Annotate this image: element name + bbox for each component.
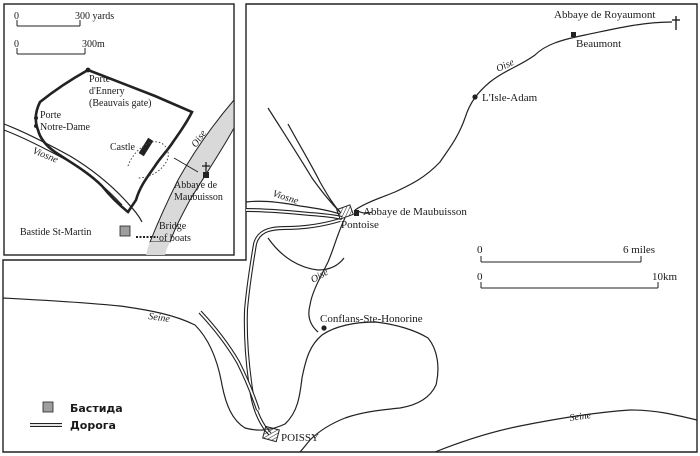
seine-left-label: Seine	[148, 311, 172, 325]
inset-scale-m-start: 0	[14, 39, 19, 50]
inset-bastide-label: Bastide St-Martin	[20, 227, 91, 238]
inset-scale-m	[16, 48, 86, 55]
conflans-label: Conflans-Ste-Honorine	[320, 313, 423, 325]
stream-south	[267, 237, 345, 271]
legend-bastide-label: Бастида	[70, 402, 123, 415]
inset-porte-nd-line2: Notre-Dame	[40, 122, 91, 133]
inset-porte-nd-icon-1	[34, 116, 38, 120]
viosne-label: Viosne	[271, 188, 300, 207]
inset-abbaye-line1: Abbaye de	[174, 180, 218, 191]
maubuisson-abbey-icon	[354, 210, 359, 216]
royaumont-label: Abbaye de Royaumont	[554, 9, 655, 21]
viosne-river	[245, 200, 341, 215]
inset-oise-band-lower	[146, 242, 170, 255]
oise-river-upper	[354, 21, 673, 211]
poissy-label: POISSY	[281, 432, 319, 444]
scale-miles-start: 0	[477, 244, 483, 256]
beaumont-label: Beaumont	[576, 38, 621, 50]
scale-bar-miles	[480, 256, 642, 263]
seine-river	[2, 297, 439, 431]
inset-abbaye-line2: Maubuisson	[174, 192, 223, 203]
legend-bastide-swatch	[42, 401, 54, 413]
inset-porte-ennery-line1: Porte	[89, 74, 111, 85]
road-viosne-inner	[245, 209, 343, 219]
tributary-1	[267, 107, 341, 213]
seine-river-east	[299, 417, 346, 453]
inset-abbey-cross-icon	[202, 162, 210, 178]
pontoise-town-icon	[336, 204, 354, 220]
inset-porte-ennery-icon	[85, 67, 91, 73]
legend-road-label: Дорога	[70, 419, 116, 432]
maubuisson-label: Abbaye de Maubuisson	[363, 206, 467, 218]
isle-adam-town-dot-icon	[472, 94, 478, 100]
road-poissy-west-inner	[199, 311, 259, 411]
inset-bridge-line1: Bridge	[159, 221, 187, 232]
beaumont-town-dot-icon	[571, 32, 576, 37]
inset-viosne-river	[3, 123, 143, 223]
inset-porte-nd-line1: Porte	[40, 110, 62, 121]
inset-scale-yards	[16, 20, 81, 27]
inset-porte-ennery-line2: d'Ennery	[89, 86, 125, 97]
inset-viosne-river-bank	[3, 129, 123, 206]
inset-town-wall	[34, 68, 194, 214]
tributary-2	[287, 123, 342, 214]
seine-river-far-east	[434, 409, 698, 453]
inset-map-frame	[3, 3, 235, 256]
inset-scale-yards-start: 0	[14, 11, 19, 22]
inset-bridge-link	[173, 157, 199, 173]
inset-porte-nd-icon-2	[34, 124, 38, 128]
scale-km-start: 0	[477, 271, 483, 283]
poissy-town-icon	[262, 425, 280, 443]
isle-adam-label: L'Isle-Adam	[482, 92, 538, 104]
conflans-town-dot-icon	[321, 325, 327, 331]
inset-bastide-icon	[119, 225, 131, 237]
inset-scale-yards-end: 300 yards	[75, 11, 114, 22]
scale-miles-end: 6 miles	[623, 244, 655, 256]
scale-km-end: 10km	[652, 271, 678, 283]
inset-bridge-line2: of boats	[159, 233, 191, 244]
pontoise-label: Pontoise	[341, 219, 379, 231]
inset-castle-ramparts	[127, 141, 169, 179]
inset-scale-m-end: 300m	[82, 39, 105, 50]
main-map-frame	[2, 3, 698, 453]
royaumont-cross-icon	[672, 16, 680, 30]
inset-castle-label: Castle	[110, 142, 136, 153]
inset-porte-ennery-line3: (Beauvais gate)	[89, 98, 151, 109]
oise-river-lower	[308, 217, 346, 333]
seine-right-label: Seine	[569, 410, 593, 424]
scale-bar-km	[480, 282, 659, 289]
